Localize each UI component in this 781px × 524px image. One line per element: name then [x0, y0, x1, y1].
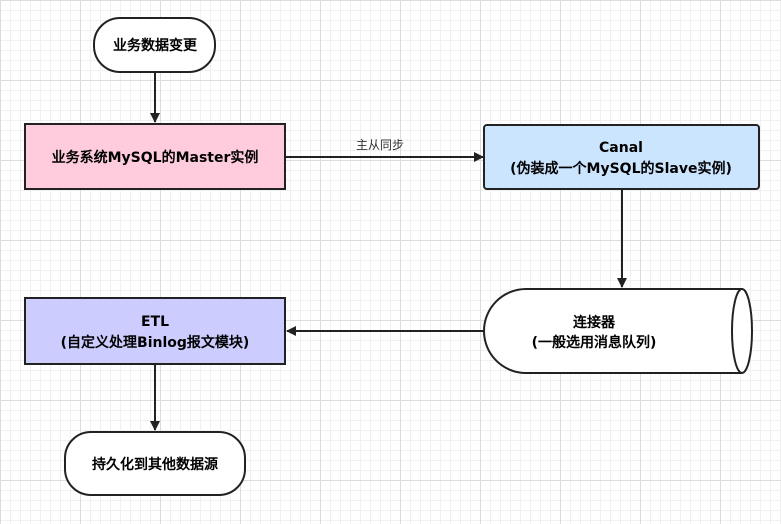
node-connector-title: 连接器 [573, 314, 616, 331]
node-mysql-master-shape [24, 123, 286, 190]
node-mysql-master: 业务系统MySQL的Master实例 [24, 123, 286, 190]
node-etl-shape [24, 297, 286, 365]
node-connector-subtitle: (一般选用消息队列) [532, 334, 657, 351]
node-etl-title: ETL [141, 314, 169, 330]
node-business-change-label: 业务数据变更 [113, 37, 198, 54]
node-connector: 连接器 (一般选用消息队列) [483, 288, 753, 374]
node-persist-shape [64, 431, 246, 496]
node-canal-title: Canal [599, 140, 643, 156]
node-business-change: 业务数据变更 [93, 17, 216, 73]
edge-label-sync: 主从同步 [356, 138, 404, 152]
node-connector-end-cap [731, 288, 743, 374]
node-etl: ETL (自定义处理Binlog报文模块) [24, 297, 286, 365]
node-business-change-shape [93, 17, 216, 73]
node-persist: 持久化到其他数据源 [64, 431, 246, 496]
node-mysql-master-label: 业务系统MySQL的Master实例 [52, 149, 259, 166]
node-canal: Canal (伪装成一个MySQL的Slave实例) [483, 124, 760, 190]
node-canal-subtitle: (伪装成一个MySQL的Slave实例) [510, 160, 732, 177]
node-etl-subtitle: (自定义处理Binlog报文模块) [61, 334, 250, 351]
node-persist-label: 持久化到其他数据源 [92, 456, 218, 473]
node-canal-shape [483, 124, 760, 190]
node-connector-shape [483, 288, 753, 374]
